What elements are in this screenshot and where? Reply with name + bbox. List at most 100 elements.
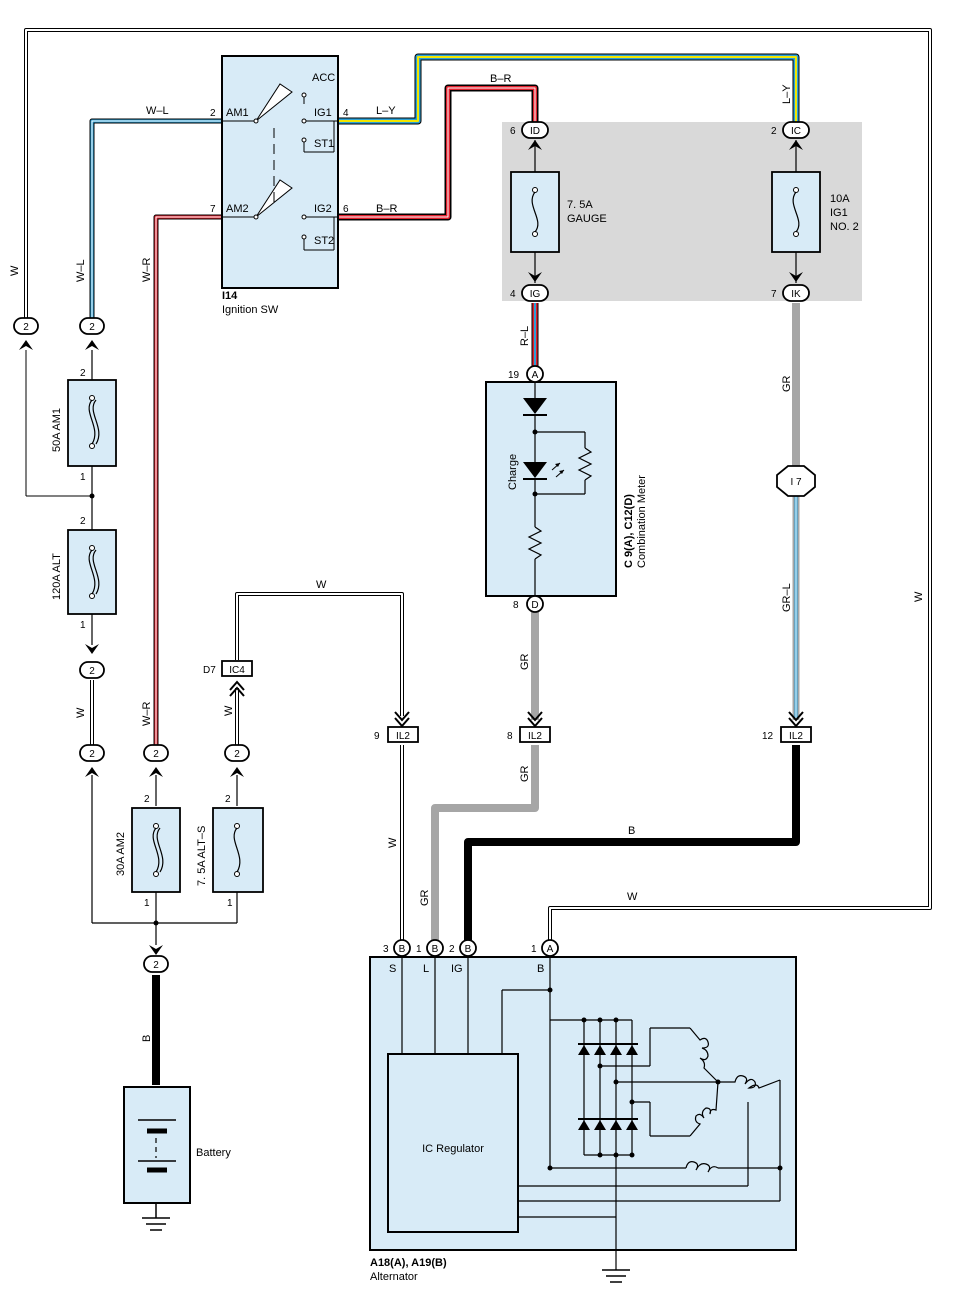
svg-text:4: 4: [510, 289, 516, 300]
svg-text:2: 2: [23, 322, 29, 333]
connector-am2-top: 2: [143, 744, 169, 777]
ic-regulator-label: IC Regulator: [422, 1143, 484, 1155]
label-w-alt-b: W: [627, 891, 638, 903]
svg-text:1: 1: [80, 620, 86, 631]
svg-text:3: 3: [383, 944, 389, 955]
label-w-left-mid: W: [75, 707, 87, 718]
wire-gr-l: [431, 745, 539, 940]
svg-text:D7: D7: [203, 665, 216, 676]
svg-text:12: 12: [762, 731, 774, 742]
svg-text:IL2: IL2: [396, 731, 410, 742]
battery: Battery: [123, 1086, 231, 1204]
terminal-b: B: [537, 963, 544, 975]
connector-ic: IC 2: [771, 121, 810, 150]
label-wr-bottom: W–R: [141, 702, 153, 727]
connector-ig: IG 4: [510, 272, 549, 302]
charge-lamp-label: Charge: [507, 454, 519, 490]
svg-text:IC: IC: [791, 126, 801, 137]
terminal-st1: ST1: [314, 138, 334, 150]
svg-text:8: 8: [507, 731, 513, 742]
wire-w-main: [24, 28, 932, 940]
connector-i7: I 7: [776, 465, 816, 497]
connector-il2-12: IL2 12: [762, 711, 812, 743]
svg-text:1: 1: [531, 944, 537, 955]
svg-text:A: A: [532, 370, 539, 381]
connector-alts-top: 2: [224, 744, 250, 777]
fuse-am2-label: 30A AM2: [115, 832, 127, 876]
svg-text:IG: IG: [530, 289, 541, 300]
ig1-fuse-rating: 10A: [830, 193, 850, 205]
terminal-acc: ACC: [312, 72, 335, 84]
fuse-am1-label: 50A AM1: [51, 408, 63, 452]
label-ly-right: L–Y: [781, 84, 793, 104]
label-ly-top: L–Y: [376, 105, 396, 117]
connector-alt-l: B 1: [416, 939, 444, 957]
connector-ik: IK 7: [771, 272, 810, 302]
ig1-fuse-name2: NO. 2: [830, 221, 859, 233]
svg-text:IL2: IL2: [528, 731, 542, 742]
pin-ig2: 6: [343, 204, 349, 215]
connector-battery-top: 2: [143, 945, 169, 973]
connector-meter-d: D 8: [513, 595, 544, 613]
wire-br: [338, 84, 539, 221]
label-gr-l: GR: [419, 889, 431, 906]
svg-text:2: 2: [153, 749, 159, 760]
stator-coils: [685, 1027, 781, 1173]
connector-w-left-bottom: 2: [79, 744, 105, 777]
ignition-switch-name: Ignition SW: [222, 304, 279, 316]
junction-fuse-ig1: 10A IG1 NO. 2: [771, 140, 859, 283]
svg-text:IL2: IL2: [789, 731, 803, 742]
svg-text:2: 2: [89, 666, 95, 677]
svg-text:8: 8: [513, 600, 519, 611]
connector-alt-ig: B 2: [449, 939, 477, 957]
svg-text:IK: IK: [791, 289, 801, 300]
combination-meter-code: C 9(A), C12(D): [623, 494, 635, 568]
connector-ic4: IC4 D7: [203, 660, 253, 697]
pin-am1: 2: [210, 108, 216, 119]
svg-text:2: 2: [153, 960, 159, 971]
svg-text:B: B: [432, 944, 439, 955]
connector-il2-9: IL2 9: [374, 711, 419, 743]
terminal-ig1: IG1: [314, 107, 332, 119]
svg-text:ID: ID: [530, 126, 540, 137]
svg-text:2: 2: [225, 794, 231, 805]
label-rl: R–L: [519, 326, 531, 346]
connector-alt-b: A 1: [531, 939, 559, 957]
fuse-am1: 2 1 50A AM1: [51, 368, 117, 483]
svg-text:2: 2: [89, 749, 95, 760]
alternator-code: A18(A), A19(B): [370, 1257, 447, 1269]
connector-id: ID 6: [510, 121, 549, 150]
svg-text:19: 19: [508, 370, 520, 381]
alternator-ground-icon: [602, 1269, 630, 1283]
svg-text:1: 1: [80, 472, 86, 483]
ignition-switch: ACC AM1 IG1 ST1 AM2 IG2 ST2: [210, 55, 349, 316]
fuse-alt-label: 120A ALT: [51, 553, 63, 600]
label-w-right: W: [913, 591, 925, 602]
battery-ground-icon: [142, 1203, 170, 1231]
pin-ig1: 4: [343, 108, 349, 119]
svg-text:1: 1: [144, 898, 150, 909]
fuse-alt-s: 2 1 7. 5A ALT–S: [196, 794, 264, 909]
combination-meter: Charge C 9(A), C12(D) Combination Meter: [485, 381, 648, 597]
terminal-st2: ST2: [314, 235, 334, 247]
label-w-s-top: W: [316, 579, 327, 591]
svg-text:I 7: I 7: [790, 477, 802, 488]
pin-am2: 7: [210, 204, 216, 215]
label-gr-il2: GR: [519, 765, 531, 782]
label-w-alts: W: [223, 705, 235, 716]
wire-labels: W–L L–Y B–R B–R L–Y W W–L W–R R–L GR GR–…: [9, 73, 925, 1042]
wire-wl: [89, 118, 222, 318]
svg-text:1: 1: [416, 944, 422, 955]
wire-ly: [338, 53, 800, 125]
label-gr-meter: GR: [519, 653, 531, 670]
label-w-left: W: [9, 265, 21, 276]
rectifier-diodes: [547, 987, 783, 1171]
svg-text:D: D: [531, 600, 538, 611]
label-br-top: B–R: [490, 73, 511, 85]
alternator-name: Alternator: [370, 1271, 418, 1283]
svg-text:1: 1: [227, 898, 233, 909]
label-grl: GR–L: [781, 583, 793, 612]
svg-text:2: 2: [449, 944, 455, 955]
svg-text:IC4: IC4: [229, 665, 245, 676]
